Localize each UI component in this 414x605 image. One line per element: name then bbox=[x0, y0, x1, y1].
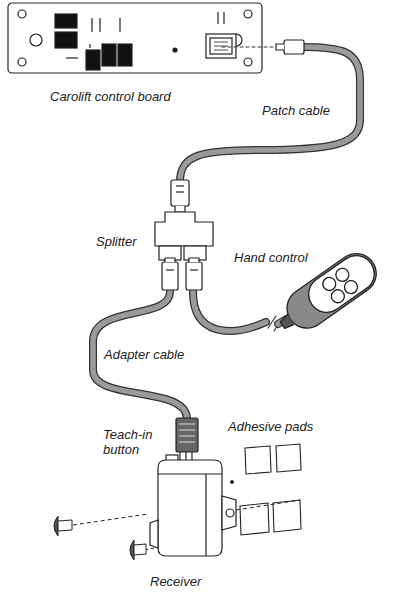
part-label: Hand control bbox=[234, 250, 308, 265]
receiver bbox=[150, 418, 236, 556]
part-label: Adhesive pads bbox=[228, 419, 313, 434]
screws bbox=[54, 481, 300, 561]
part-label: Receiver bbox=[150, 574, 201, 589]
part-label: Carolift control board bbox=[50, 89, 171, 104]
part-label: Patch cable bbox=[262, 103, 330, 118]
control-board bbox=[8, 3, 262, 73]
part-label: Adapter cable bbox=[104, 347, 184, 362]
part-label: Splitter bbox=[96, 234, 136, 249]
splitter bbox=[155, 212, 213, 290]
part-label: Teach-in button bbox=[103, 427, 165, 457]
patch-plugs bbox=[171, 40, 304, 212]
adhesive-pads bbox=[240, 444, 301, 535]
